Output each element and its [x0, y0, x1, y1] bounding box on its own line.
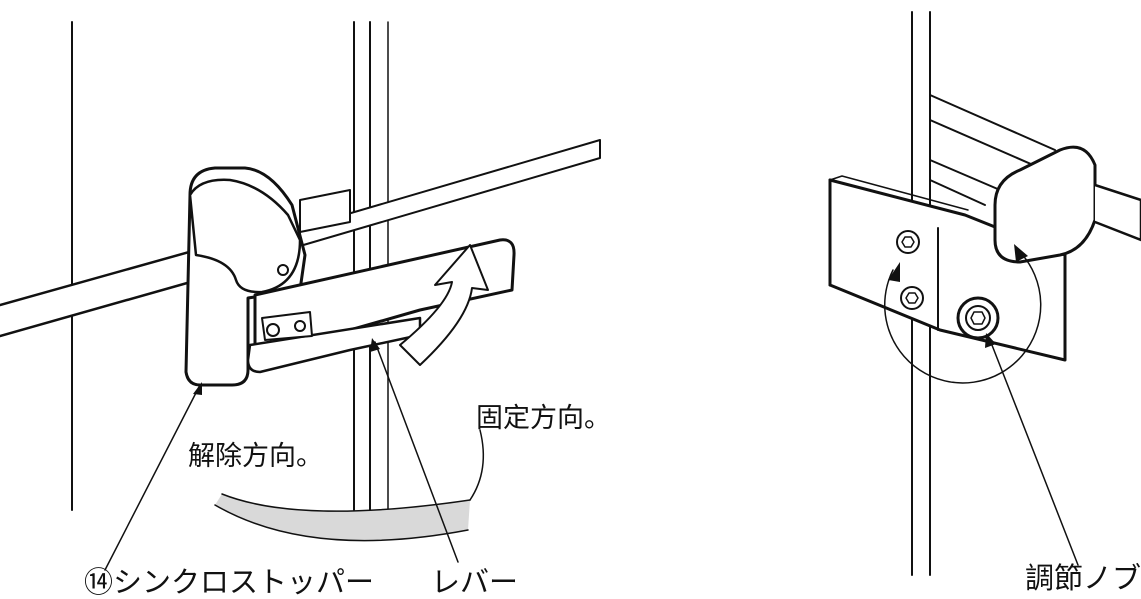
right-frame-bar-2	[929, 119, 1041, 169]
lever-underside	[246, 316, 422, 374]
lock-direction-arrow	[399, 244, 489, 366]
lever-pivot-2	[294, 320, 306, 332]
hex-screw-lower	[900, 286, 924, 310]
adjust-knob-inner	[965, 305, 991, 331]
plate-bevel	[829, 175, 969, 211]
lever-pivot-1	[266, 323, 280, 337]
release-direction-label: 解除方向。	[188, 441, 323, 472]
adjust-knob-label: 調節ノブ	[1025, 561, 1141, 595]
leader-knob	[989, 339, 1079, 566]
right-frame-bar-1	[929, 94, 1056, 151]
adjust-knob-socket	[970, 311, 986, 325]
clamp-top-cap	[188, 178, 302, 294]
right-frame-bar-3	[929, 159, 1001, 191]
right-rod	[1093, 183, 1141, 242]
release-arc-up	[469, 429, 485, 501]
hex-screw-upper	[896, 230, 920, 254]
leader-lever-head	[370, 338, 380, 352]
leader-stopper-head	[193, 382, 202, 395]
screw-cap	[277, 264, 289, 276]
rotation-circle	[883, 251, 1042, 384]
left-illustration	[0, 21, 601, 571]
release-arc-outline	[221, 493, 471, 512]
hex-screw-lower-socket	[905, 292, 919, 304]
rotation-arrow-head-right	[1014, 244, 1028, 262]
lever-label: レバー	[431, 565, 519, 599]
leader-knob-head	[985, 333, 996, 348]
right-illustration	[828, 11, 1141, 576]
leader-stopper	[104, 384, 201, 571]
rotation-arrow-head-left	[888, 262, 900, 282]
right-frame-bar-4	[929, 179, 986, 206]
leader-lever	[374, 341, 459, 563]
release-arc-outline-2	[214, 504, 469, 542]
release-direction-arrow	[215, 494, 470, 541]
synchro-stopper-label: ⑭シンクロストッパー	[84, 565, 375, 599]
hex-screw-upper-socket	[901, 236, 915, 248]
lever-slot	[261, 311, 313, 341]
lock-direction-label: 固定方向。	[476, 403, 611, 434]
right-stopper-block	[993, 145, 1097, 264]
upper-bar-rail	[299, 189, 351, 233]
